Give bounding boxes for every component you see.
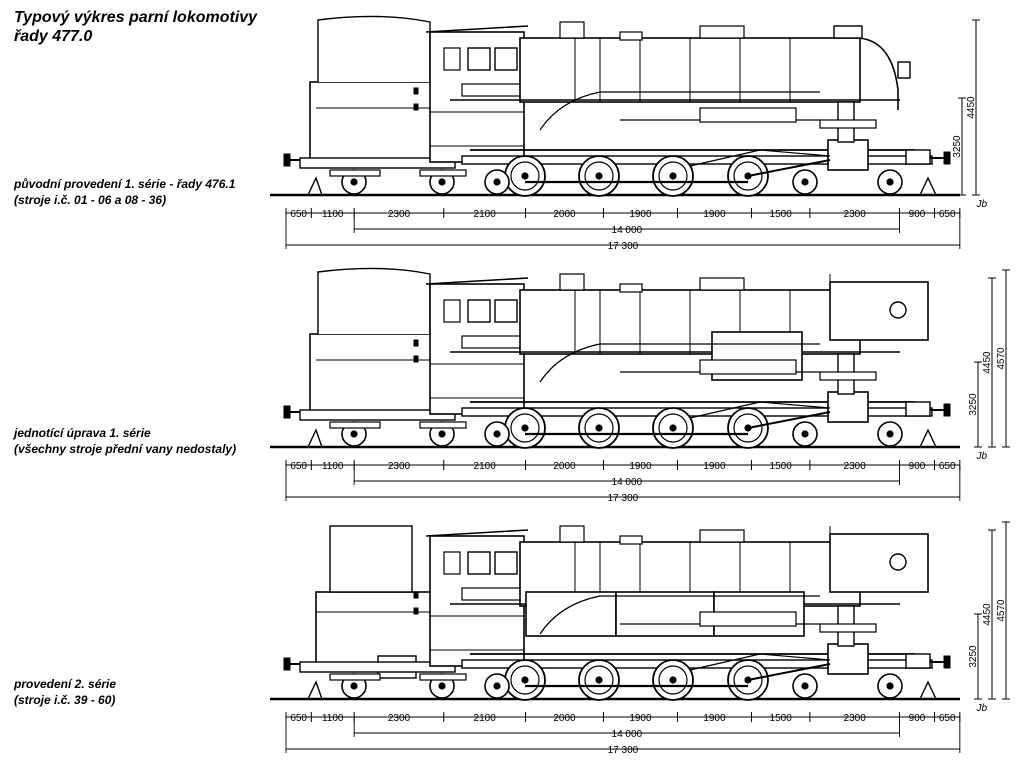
- caption-sheet-1-line-1: původní provedení 1. série - řady 476.1: [14, 177, 236, 191]
- dimension-height-2: 4450: [982, 351, 993, 374]
- dimension-segment-5: 2000: [553, 713, 576, 724]
- caption-sheet-3: provedení 2. série (stroje i.č. 39 - 60): [14, 676, 116, 708]
- dimension-segment-7: 1900: [703, 713, 726, 724]
- dimension-segment-7: 1900: [703, 209, 726, 220]
- caption-sheet-3-line-2: (stroje i.č. 39 - 60): [14, 693, 116, 707]
- dimension-height-1: 3250: [968, 393, 979, 416]
- locomotive-sheet-3: 650 1100 2300 2100 2000 1900 1900 1500 2300 900 65…: [270, 521, 1010, 756]
- dimension-segment-6: 1900: [629, 713, 652, 724]
- dimension-segment-4: 2100: [474, 713, 497, 724]
- dimension-segment-9: 2300: [844, 209, 867, 220]
- draftsman-signature: Jb: [976, 451, 988, 462]
- caption-sheet-2-line-2: (všechny stroje přední vany nedostaly): [14, 442, 237, 456]
- dimension-wheelbase-label: 14 000: [612, 477, 643, 488]
- dimension-segment-1: 650: [290, 713, 307, 724]
- dimension-segment-5: 2000: [553, 461, 576, 472]
- locomotive-sheet-2: 650 1100 2300 2100 2000 1900 1900 1500 2300 900 65…: [270, 267, 1010, 504]
- dimension-segment-4: 2100: [474, 461, 497, 472]
- dimension-segment-6: 1900: [629, 209, 652, 220]
- dimension-segment-7: 1900: [703, 461, 726, 472]
- dimension-segment-8: 1500: [770, 713, 793, 724]
- dimension-wheelbase-label: 14 000: [612, 729, 643, 740]
- dimension-segment-1: 650: [290, 461, 307, 472]
- dimension-segment-10: 900: [909, 713, 926, 724]
- dimension-length-label: 17 300: [608, 241, 639, 252]
- caption-sheet-2: jednotící úprava 1. série (všechny stroj…: [14, 425, 236, 457]
- dimension-segment-2: 1100: [322, 461, 344, 472]
- dimension-wheelbase-label: 14 000: [612, 225, 643, 236]
- dimension-segment-6: 1900: [629, 461, 652, 472]
- caption-sheet-3-line-1: provedení 2. série: [14, 677, 117, 691]
- dimension-height-1: 3250: [968, 645, 979, 668]
- dimension-height-3: 4570: [996, 347, 1007, 370]
- drawing-title: Typový výkres parní lokomotivy řady 477.…: [14, 9, 258, 45]
- dimension-segment-2: 1100: [322, 209, 344, 220]
- dimension-length-label: 17 300: [608, 745, 639, 756]
- dimension-segment-4: 2100: [474, 209, 497, 220]
- dimension-segment-9: 2300: [844, 713, 867, 724]
- caption-sheet-1-line-2: (stroje i.č. 01 - 06 a 08 - 36): [14, 193, 167, 207]
- dimension-height-3: 4570: [996, 599, 1007, 622]
- dimension-segment-9: 2300: [844, 461, 867, 472]
- dimension-segment-10: 900: [909, 461, 926, 472]
- draftsman-signature: Jb: [976, 703, 988, 714]
- dimension-segment-8: 1500: [770, 209, 793, 220]
- dimension-height-1: 3250: [952, 135, 963, 158]
- dimension-segment-2: 1100: [322, 713, 344, 724]
- dimension-segment-5: 2000: [553, 209, 576, 220]
- dimension-segment-11: 650: [939, 461, 956, 472]
- caption-sheet-1: původní provedení 1. série - řady 476.1 …: [14, 176, 235, 208]
- dimension-height-2: 4450: [966, 96, 977, 119]
- dimension-segment-3: 2300: [388, 713, 411, 724]
- dimension-height-2: 4450: [982, 603, 993, 626]
- draftsman-signature: Jb: [976, 199, 988, 210]
- dimension-length-label: 17 300: [608, 493, 639, 504]
- dimension-segment-8: 1500: [770, 461, 793, 472]
- dimension-segment-11: 650: [939, 209, 956, 220]
- locomotive-sheet-1: 650 1100 2300 2100 2000 1900 1900 1500 2300 900 65…: [270, 15, 988, 252]
- caption-sheet-2-line-1: jednotící úprava 1. série: [14, 426, 151, 440]
- dimension-segment-11: 650: [939, 713, 956, 724]
- dimension-segment-3: 2300: [388, 461, 411, 472]
- dimension-segment-3: 2300: [388, 209, 411, 220]
- dimension-segment-10: 900: [909, 209, 926, 220]
- dimension-segment-1: 650: [290, 209, 307, 220]
